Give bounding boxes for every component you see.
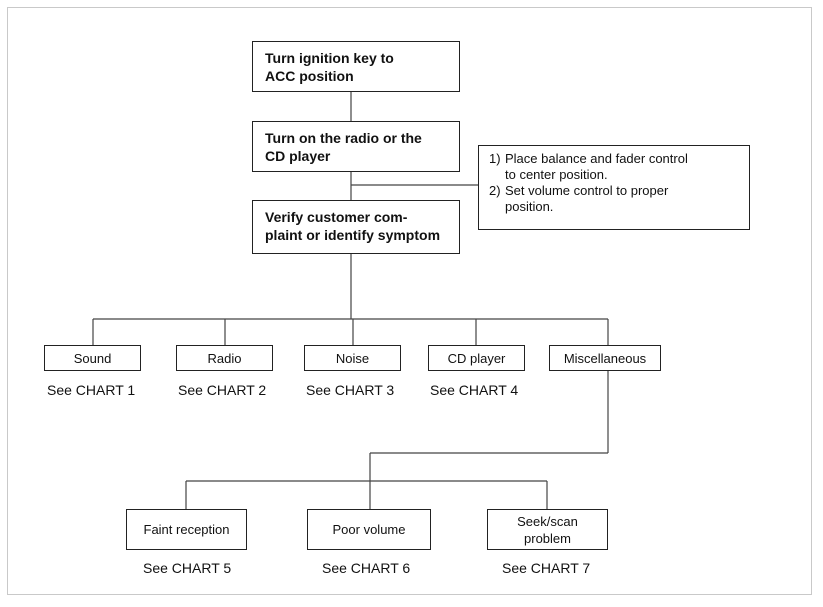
category-label: Faint reception bbox=[143, 522, 230, 537]
category-radio: Radio bbox=[176, 345, 273, 371]
category-miscellaneous: Miscellaneous bbox=[549, 345, 661, 371]
chart-reference: See CHART 1 bbox=[47, 382, 136, 398]
note-line: Place balance and fader control bbox=[505, 151, 688, 166]
chart-reference: See CHART 5 bbox=[143, 560, 232, 576]
category-label: Poor volume bbox=[332, 522, 406, 537]
note-line: Set volume control to proper bbox=[505, 183, 669, 198]
note-line: to center position. bbox=[505, 167, 608, 182]
note-item: 2) Set volume control to proper position… bbox=[489, 183, 749, 215]
chart-reference: See CHART 3 bbox=[306, 382, 395, 398]
step-line: Turn ignition key to bbox=[265, 50, 394, 66]
chart-reference: See CHART 6 bbox=[322, 560, 411, 576]
category-label: Sound bbox=[73, 350, 112, 366]
step-line: Verify customer com- bbox=[265, 209, 408, 225]
category-cd-player: CD player bbox=[428, 345, 525, 371]
subcategory-faint-reception: Faint reception bbox=[126, 509, 247, 550]
step-turn-ignition-key: Turn ignition key to ACC position bbox=[252, 41, 460, 92]
chart-reference: See CHART 7 bbox=[502, 560, 591, 576]
chart-reference: See CHART 2 bbox=[178, 382, 267, 398]
chart-reference: See CHART 4 bbox=[430, 382, 519, 398]
step-line: Turn on the radio or the bbox=[265, 130, 422, 146]
category-label: Seek/scan bbox=[517, 513, 578, 529]
note-line: position. bbox=[505, 199, 554, 214]
preparation-note: 1) Place balance and fader control to ce… bbox=[478, 145, 750, 230]
step-line: CD player bbox=[265, 148, 331, 164]
diagram-frame bbox=[7, 7, 812, 595]
category-label: CD player bbox=[447, 350, 506, 366]
note-item: 1) Place balance and fader control to ce… bbox=[489, 151, 749, 183]
step-line: ACC position bbox=[265, 68, 354, 84]
category-label: problem bbox=[524, 530, 571, 546]
note-number: 1) bbox=[489, 151, 501, 166]
category-sound: Sound bbox=[44, 345, 141, 371]
category-label: Radio bbox=[207, 350, 242, 366]
category-label: Miscellaneous bbox=[563, 350, 647, 366]
step-verify-complaint: Verify customer com- plaint or identify … bbox=[252, 200, 460, 254]
note-number: 2) bbox=[489, 183, 501, 198]
category-noise: Noise bbox=[304, 345, 401, 371]
step-line: plaint or identify symptom bbox=[265, 227, 441, 243]
subcategory-poor-volume: Poor volume bbox=[307, 509, 431, 550]
category-label: Noise bbox=[335, 350, 370, 366]
subcategory-seek-scan-problem: Seek/scan problem bbox=[487, 509, 608, 550]
step-turn-on-radio: Turn on the radio or the CD player bbox=[252, 121, 460, 172]
